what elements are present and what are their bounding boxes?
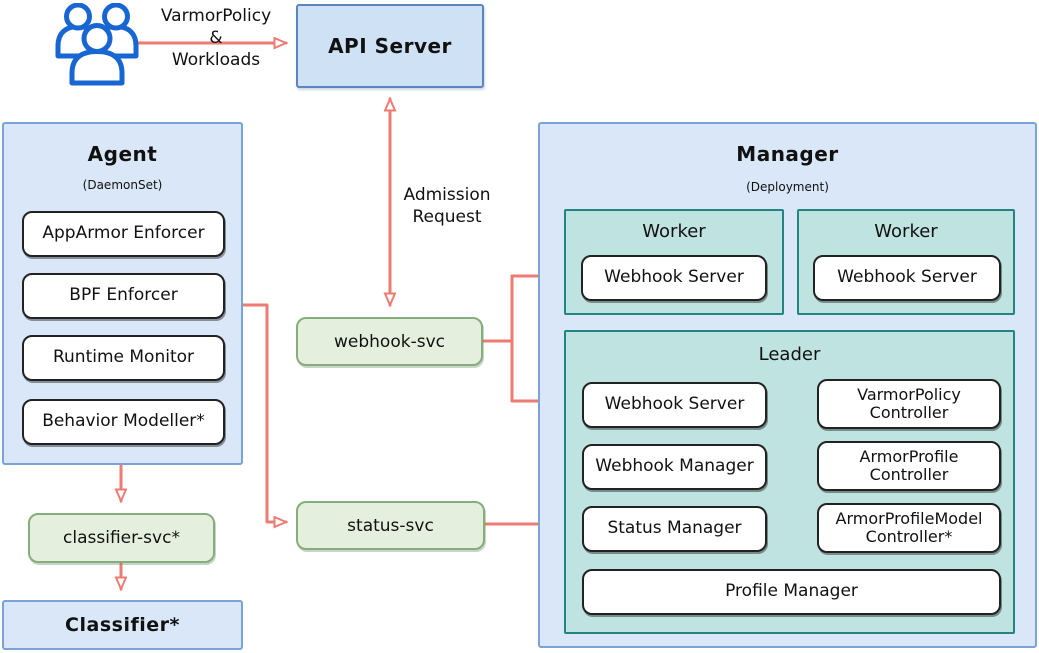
manager-title: Manager bbox=[736, 142, 839, 166]
manager-node: Manager (Deployment) Worker Webhook Serv… bbox=[538, 122, 1037, 648]
manager-subtitle: (Deployment) bbox=[746, 180, 829, 194]
arrow-agent-to-status-svc bbox=[241, 303, 286, 522]
admission-request-line1: Admission bbox=[403, 185, 491, 205]
worker-1-group: Worker Webhook Server bbox=[564, 209, 784, 315]
webhook-svc-node: webhook-svc bbox=[296, 317, 483, 366]
agent-component-runtime-monitor: Runtime Monitor bbox=[22, 335, 225, 381]
status-svc-node: status-svc bbox=[296, 501, 485, 550]
leader-varmorpolicy-controller: VarmorPolicy Controller bbox=[817, 379, 1001, 429]
worker-2-group: Worker Webhook Server bbox=[797, 209, 1015, 315]
api-server-title: API Server bbox=[328, 34, 452, 58]
worker-2-title: Worker bbox=[874, 221, 938, 242]
worker-1-title: Worker bbox=[642, 221, 706, 242]
admission-request-label: Admission Request bbox=[398, 184, 496, 228]
leader-group: Leader Webhook Server Webhook Manager St… bbox=[564, 330, 1015, 634]
worker-2-webhook-server: Webhook Server bbox=[813, 255, 1001, 301]
agent-title: Agent bbox=[87, 142, 158, 166]
leader-armorprofile-controller: ArmorProfile Controller bbox=[817, 441, 1001, 491]
api-server-node: API Server bbox=[296, 4, 484, 88]
classifier-node: Classifier* bbox=[2, 600, 243, 650]
leader-webhook-manager: Webhook Manager bbox=[582, 444, 767, 490]
user-flow-label-line1: VarmorPolicy bbox=[160, 6, 272, 26]
worker-1-webhook-server: Webhook Server bbox=[581, 255, 767, 301]
leader-armorprofilemodel-controller: ArmorProfileModel Controller* bbox=[817, 503, 1001, 553]
user-flow-label: VarmorPolicy & Workloads bbox=[140, 5, 292, 71]
agent-node: Agent (DaemonSet) AppArmor Enforcer BPF … bbox=[2, 122, 243, 465]
classifier-title: Classifier* bbox=[65, 614, 180, 636]
user-flow-label-line2: & bbox=[209, 28, 223, 48]
agent-subtitle: (DaemonSet) bbox=[82, 178, 163, 192]
agent-component-behavior-modeller: Behavior Modeller* bbox=[22, 399, 225, 445]
classifier-svc-node: classifier-svc* bbox=[28, 513, 215, 563]
leader-title: Leader bbox=[758, 344, 821, 365]
leader-profile-manager: Profile Manager bbox=[582, 569, 1001, 615]
agent-component-apparmor-enforcer: AppArmor Enforcer bbox=[22, 211, 225, 257]
agent-component-bpf-enforcer: BPF Enforcer bbox=[22, 273, 225, 319]
leader-status-manager: Status Manager bbox=[582, 506, 767, 552]
users-icon bbox=[55, 3, 139, 86]
user-flow-label-line3: Workloads bbox=[171, 50, 261, 70]
admission-request-line2: Request bbox=[412, 207, 482, 227]
leader-webhook-server: Webhook Server bbox=[582, 382, 767, 428]
